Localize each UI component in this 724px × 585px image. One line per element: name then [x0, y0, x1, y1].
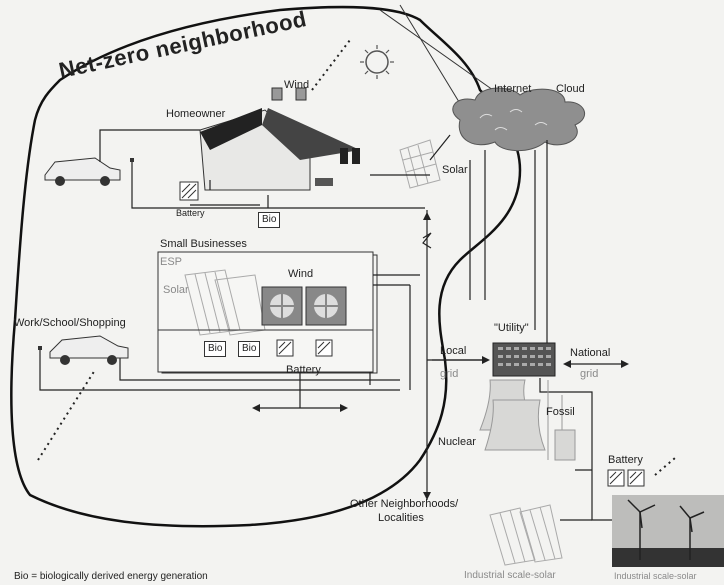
- internet-label: Internet: [494, 83, 532, 95]
- wind-label-home: Wind: [284, 79, 310, 91]
- house-icon: [199, 87, 360, 191]
- homeowner-label: Homeowner: [166, 108, 226, 120]
- wind-turbine-icon: [612, 495, 724, 567]
- battery-grid-label: Battery: [608, 454, 643, 466]
- national-label: National: [570, 347, 611, 359]
- sun-icon: [360, 45, 394, 79]
- localities-label: Localities: [378, 512, 424, 524]
- building-icon: [492, 342, 556, 377]
- industrial-wind-label: Industrial scale-solar: [614, 571, 697, 581]
- wind-biz-label: Wind: [288, 268, 314, 280]
- esp-label: ESP: [160, 256, 183, 268]
- industrial-solar-label: Industrial scale-solar: [464, 570, 556, 581]
- work-school-label: Work/School/Shopping: [14, 317, 126, 329]
- small-businesses-label: Small Businesses: [160, 238, 247, 250]
- utility-label: "Utility": [494, 322, 529, 334]
- cloud-label: Cloud: [556, 83, 585, 95]
- small-businesses-panel: [157, 251, 378, 374]
- bio-biz-label-2: Bio: [238, 341, 261, 357]
- battery-biz-label: Battery: [286, 364, 321, 376]
- fossil-label: Fossil: [546, 406, 575, 418]
- battery-icon: [179, 181, 199, 201]
- footnote: Bio = biologically derived energy genera…: [14, 571, 208, 582]
- other-neighborhoods-label: Other Neighborhoods/: [350, 498, 459, 510]
- nuclear-label: Nuclear: [438, 436, 476, 448]
- bio-biz-label-1: Bio: [204, 341, 227, 357]
- net-zero-boundary: [10, 5, 522, 528]
- solar-panel-icon: [489, 504, 563, 566]
- local-grid-label: grid: [440, 368, 459, 380]
- car-icon: [44, 157, 121, 186]
- solar-home-label: Solar: [442, 164, 468, 176]
- car-icon: [49, 335, 129, 365]
- battery-icon: [607, 469, 645, 487]
- nuclear-plant-icon: [479, 379, 576, 461]
- solar-panel-icon: [399, 139, 441, 189]
- bio-home-label: Bio: [258, 212, 281, 228]
- local-label: Local: [440, 345, 467, 357]
- cloud-icon: [452, 87, 586, 152]
- battery-home-label: Battery: [176, 208, 205, 218]
- solar-biz-label: Solar: [163, 284, 189, 296]
- national-grid-label: grid: [580, 368, 599, 380]
